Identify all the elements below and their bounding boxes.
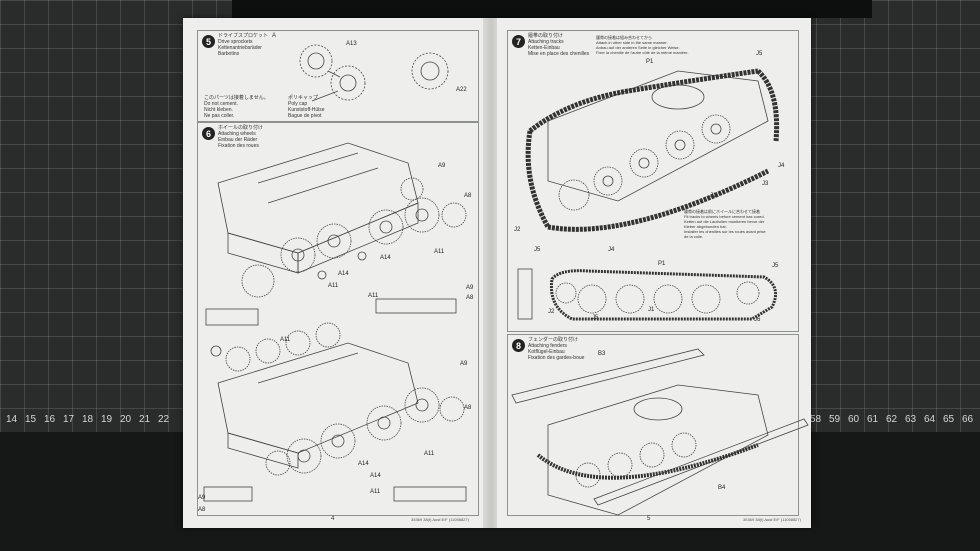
right-page: 7 履帯の取り付け Attaching tracks Ketten-Einbau…	[497, 18, 811, 528]
track-drawing	[517, 68, 780, 321]
step-6-number: 6	[202, 127, 215, 140]
part-label: J5	[534, 247, 541, 253]
part-label: J2	[548, 309, 555, 315]
part-label: A11	[370, 489, 381, 495]
ruler-left: 14 15 16 17 18 19 20 21 22	[2, 410, 173, 428]
ruler-tick: 14	[5, 413, 18, 425]
step-7-title: 履帯の取り付け Attaching tracks Ketten-Einbau M…	[528, 33, 590, 57]
step-5-panel: 5 ドライブスプロケット Drive sprockets Kettenantri…	[197, 30, 479, 122]
step-6-title: ホイールの取り付け Attaching wheels Einbau der Rä…	[218, 125, 264, 149]
part-label: J4	[778, 163, 785, 169]
ruler-tick: 65	[942, 413, 955, 425]
part-label: A9	[460, 361, 468, 367]
ruler-tick: 60	[847, 413, 860, 425]
page-number-right: 5	[647, 516, 651, 522]
part-label: A14	[338, 271, 349, 277]
part-label: A22	[456, 87, 467, 93]
page-footer-left: 35369 38(t) Ausf.E/F (11058827)	[411, 517, 469, 522]
step-7-panel: 7 履帯の取り付け Attaching tracks Ketten-Einbau…	[507, 30, 799, 332]
ruler-tick: 15	[24, 413, 37, 425]
part-label: P1	[646, 59, 654, 65]
ruler-tick: 64	[923, 413, 936, 425]
ruler-tick: 18	[81, 413, 94, 425]
step-5-note: このパーツは接着しません。 Do not cement. Nicht klebe…	[204, 95, 269, 119]
part-label: J5	[756, 51, 763, 57]
part-label: J3	[762, 181, 769, 187]
booklet-gutter	[483, 18, 499, 528]
ruler-tick: 63	[904, 413, 917, 425]
part-label: A14	[370, 473, 381, 479]
part-label: A9	[198, 495, 206, 501]
step-7-note-cement: 履帯の接着は前にホイールに合わせて接着 Fit tracks to wheels…	[684, 209, 766, 239]
ruler-tick: 61	[866, 413, 879, 425]
part-label: A11	[424, 451, 435, 457]
part-label: A9	[466, 285, 474, 291]
step-7-number: 7	[512, 35, 525, 48]
part-label: J6	[754, 317, 761, 323]
ruler-tick: 21	[138, 413, 151, 425]
page-number-left: 4	[331, 516, 335, 522]
part-label: J2	[514, 227, 521, 233]
step-5-title: ドライブスプロケット Drive sprockets Kettenantrieb…	[218, 33, 269, 57]
step-5-sub-a: A	[272, 33, 277, 39]
step-8-number: 8	[512, 339, 525, 352]
left-page: 5 ドライブスプロケット Drive sprockets Kettenantri…	[183, 18, 485, 528]
part-label: A8	[464, 193, 472, 199]
part-label: B4	[718, 485, 726, 491]
ruler-tick: 16	[43, 413, 56, 425]
ruler-tick: 22	[157, 413, 170, 425]
ruler-tick: 62	[885, 413, 898, 425]
ruler-tick: 19	[100, 413, 113, 425]
hull-wheels-drawing	[203, 142, 467, 502]
step-5-number: 5	[202, 35, 215, 48]
step-6-panel: 6 ホイールの取り付け Attaching wheels Einbau der …	[197, 122, 479, 516]
part-label: A14	[380, 255, 391, 261]
part-label: A11	[368, 293, 379, 299]
part-label: A14	[358, 461, 369, 467]
step-7-note: 履帯の接着は組み合わせてから Attach in other side in t…	[596, 35, 689, 55]
ruler-tick: 59	[828, 413, 841, 425]
part-label: J5	[772, 263, 779, 269]
ruler-tick: 17	[62, 413, 75, 425]
step-8-title: フェンダーの取り付け Attaching fenders Kotflügel-E…	[528, 337, 585, 361]
part-label: B3	[598, 351, 606, 357]
part-label: A9	[438, 163, 446, 169]
fender-drawing	[511, 348, 809, 516]
step-5-polycap: ポリキャップ Poly cap Kunststoff-Hülse Bague d…	[288, 95, 325, 119]
ruler-right: 58596061626364656667	[806, 410, 980, 428]
ruler-tick: 20	[119, 413, 132, 425]
part-label: A13	[346, 41, 357, 47]
step-8-panel: 8 フェンダーの取り付け Attaching fenders Kotflügel…	[507, 334, 809, 516]
part-label: J4	[608, 247, 615, 253]
part-label: J1	[648, 307, 655, 313]
page-footer: 35369 38(t) Ausf.E/F (11058827)	[743, 517, 801, 522]
part-label: A8	[466, 295, 474, 301]
background-object	[232, 0, 872, 18]
part-label: A11	[434, 249, 445, 255]
part-label: A8	[198, 507, 206, 513]
ruler-tick: 58	[809, 413, 822, 425]
part-label: A8	[464, 405, 472, 411]
part-label: A11	[280, 337, 291, 343]
part-label: P1	[658, 261, 666, 267]
instruction-booklet: 5 ドライブスプロケット Drive sprockets Kettenantri…	[183, 18, 811, 528]
sprocket-drawing	[299, 44, 449, 102]
ruler-tick: 66	[961, 413, 974, 425]
part-label: A11	[328, 283, 339, 289]
